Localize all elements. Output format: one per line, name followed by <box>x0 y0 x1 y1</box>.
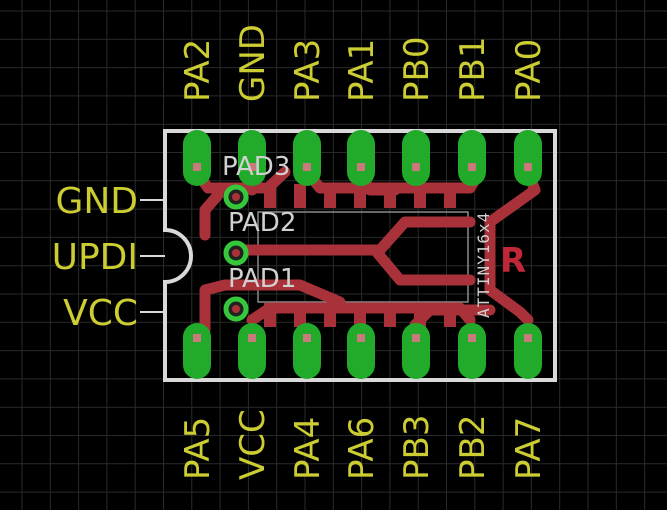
bottom-pad-2[interactable] <box>238 323 266 379</box>
side-pin-lines <box>140 199 165 313</box>
bottom-drill-3 <box>303 334 311 342</box>
top-pad-5[interactable] <box>402 130 430 186</box>
top-pin-label-7: PA0 <box>509 39 549 102</box>
pad2-label: PAD2 <box>228 208 296 238</box>
smd-pad-bottom-5 <box>384 303 396 327</box>
top-drill-2 <box>248 163 256 171</box>
smd-pad-bottom-1 <box>264 303 276 327</box>
pad3-label: PAD3 <box>222 152 290 182</box>
bottom-drill-5 <box>412 334 420 342</box>
bottom-drill-4 <box>357 334 365 342</box>
top-pin-label-3: PA3 <box>288 39 328 102</box>
top-drill-3 <box>303 163 311 171</box>
top-drill-5 <box>412 163 420 171</box>
bottom-pin-label-3: PA4 <box>288 417 328 480</box>
top-pin-label-6: PB1 <box>453 37 493 102</box>
bottom-pad-1[interactable] <box>183 323 211 379</box>
bottom-pad-4[interactable] <box>347 323 375 379</box>
top-pin-labels: PA2 GND PA3 PA1 PB0 PB1 PA0 <box>178 24 549 102</box>
top-pad-4[interactable] <box>347 130 375 186</box>
bottom-drill-6 <box>468 334 476 342</box>
top-drill-4 <box>357 163 365 171</box>
ref-label: R <box>500 241 526 281</box>
bottom-pin-label-1: PA5 <box>178 417 218 480</box>
side-label-gnd: GND <box>55 181 138 222</box>
smd-pads <box>264 184 456 327</box>
top-pad-6[interactable] <box>458 130 486 186</box>
smd-pad-top-6 <box>414 184 426 208</box>
top-pin-pads <box>183 130 542 186</box>
top-pad-7[interactable] <box>514 130 542 186</box>
top-pin-label-4: PA1 <box>342 39 382 102</box>
bottom-pad-5[interactable] <box>402 323 430 379</box>
top-pad-3[interactable] <box>293 130 321 186</box>
bottom-drill-7 <box>524 334 532 342</box>
bottom-pin-label-7: PA7 <box>509 417 549 480</box>
top-pin-label-1: PA2 <box>178 39 218 102</box>
board-outline <box>163 129 557 382</box>
bottom-pin-label-4: PA6 <box>342 417 382 480</box>
smd-pad-top-1 <box>264 184 276 208</box>
bottom-drill-2 <box>248 334 256 342</box>
top-drill-6 <box>468 163 476 171</box>
top-pin-label-5: PB0 <box>397 37 437 102</box>
smd-pad-bottom-2 <box>294 303 306 327</box>
side-label-updi: UPDI <box>52 237 138 278</box>
smd-pad-top-5 <box>384 184 396 208</box>
smd-pad-bottom-4 <box>354 303 366 327</box>
top-drill-7 <box>524 163 532 171</box>
bottom-pad-6[interactable] <box>458 323 486 379</box>
bottom-pin-label-2: VCC <box>233 409 273 480</box>
bottom-drill-1 <box>193 334 201 342</box>
bottom-pin-labels: PA5 VCC PA4 PA6 PB3 PB2 PA7 <box>178 409 549 480</box>
bottom-pin-pads <box>183 323 542 379</box>
bottom-pad-7[interactable] <box>514 323 542 379</box>
top-drill-1 <box>193 163 201 171</box>
smd-pad-bottom-3 <box>324 303 336 327</box>
smd-pad-top-3 <box>324 184 336 208</box>
bottom-pin-label-5: PB3 <box>397 415 437 480</box>
side-label-vcc: VCC <box>63 293 138 334</box>
smd-pad-bottom-7 <box>444 303 456 327</box>
smd-pad-top-2 <box>294 184 306 208</box>
side-vias <box>223 184 249 322</box>
chip-body <box>257 211 469 303</box>
smd-pad-top-4 <box>354 184 366 208</box>
bottom-pad-3[interactable] <box>293 323 321 379</box>
top-pad-1[interactable] <box>183 130 211 186</box>
bottom-pin-label-6: PB2 <box>453 415 493 480</box>
pad1-label: PAD1 <box>228 264 296 294</box>
smd-pad-bottom-6 <box>414 303 426 327</box>
top-pad-2[interactable] <box>238 130 266 186</box>
chip-label: ATTINY16x4 <box>474 212 493 318</box>
smd-pad-top-7 <box>444 184 456 208</box>
top-pin-label-2: GND <box>233 24 273 102</box>
